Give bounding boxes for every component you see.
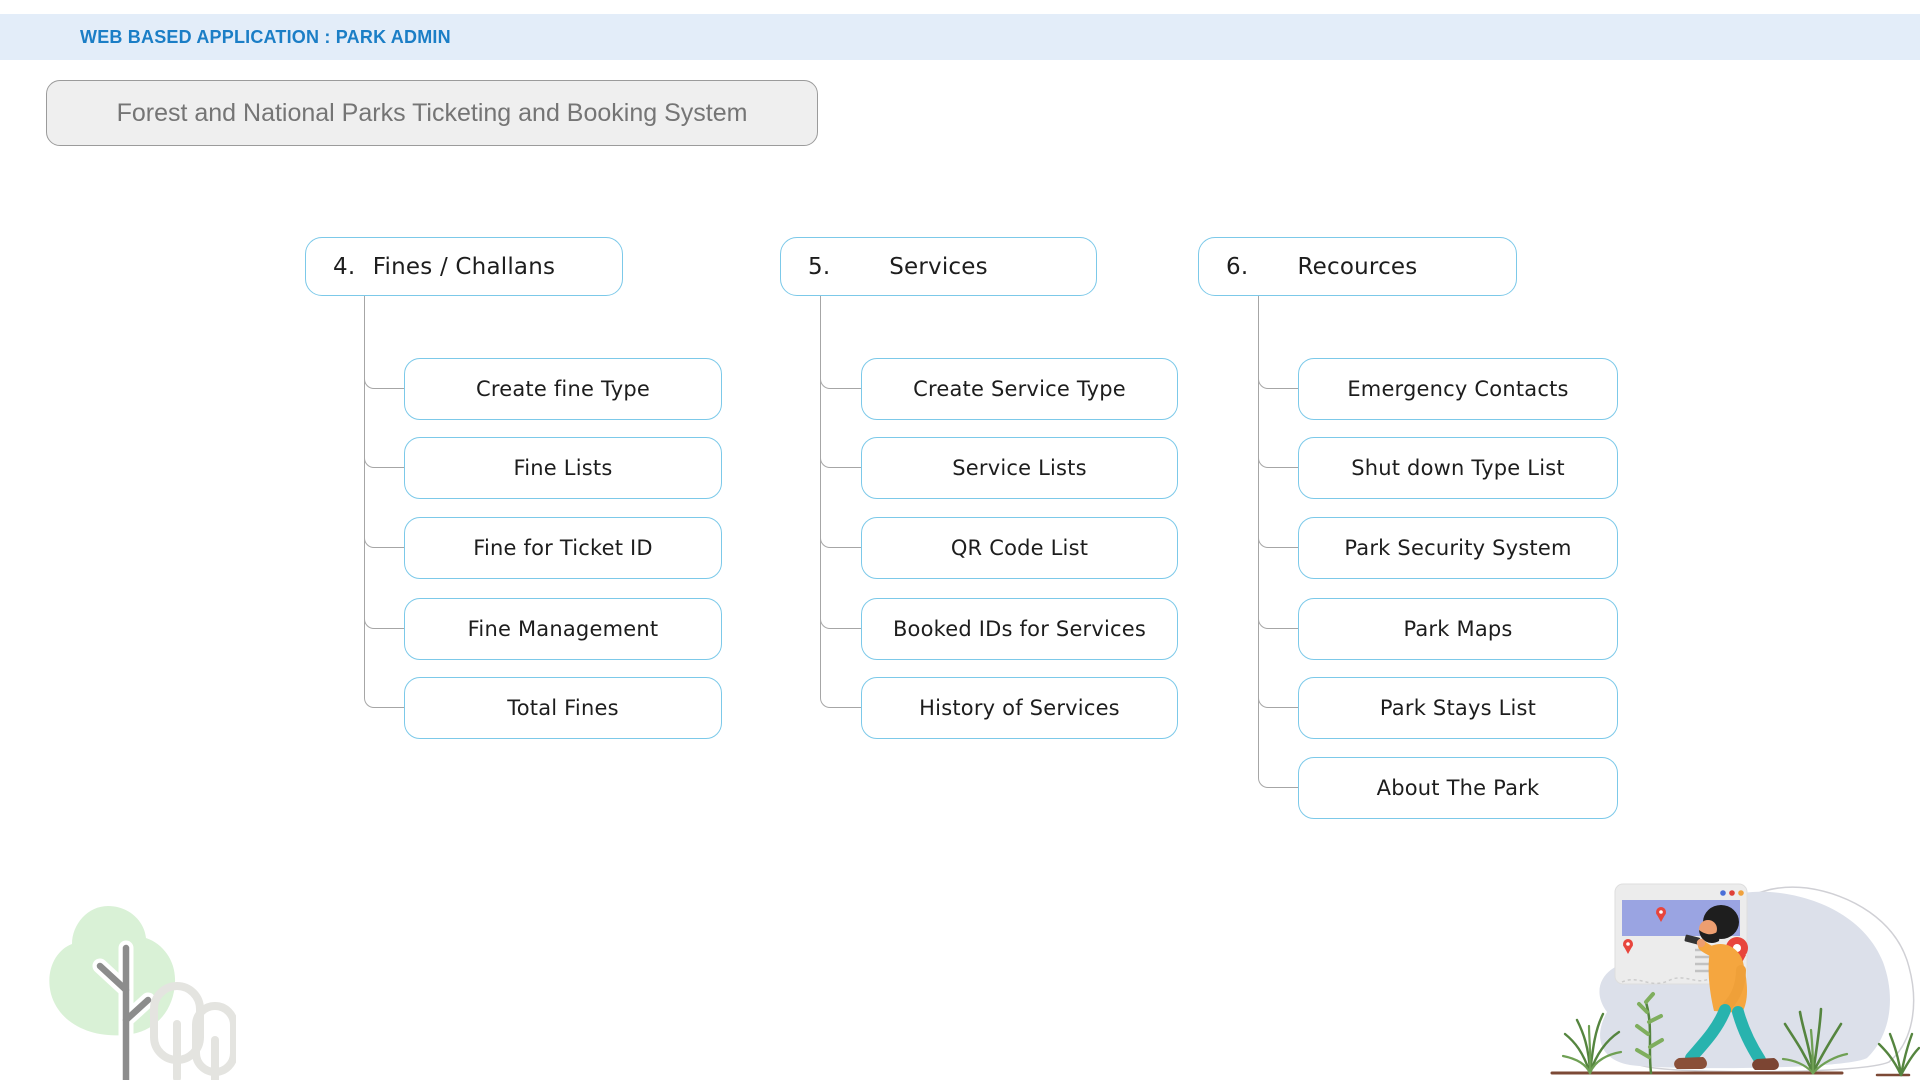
- child-node-total-fines: Total Fines: [404, 677, 722, 739]
- child-node-service-lists: Service Lists: [861, 437, 1178, 499]
- route-dashed-line: [1621, 977, 1712, 985]
- child-label: Emergency Contacts: [1347, 377, 1569, 401]
- back-shoe: [1752, 1058, 1779, 1070]
- connector-elbow: [1258, 530, 1298, 548]
- front-leg: [1685, 1004, 1731, 1064]
- system-title-box: Forest and National Parks Ticketing and …: [46, 80, 818, 146]
- man-walking-reading-map-illustration: [1550, 883, 1920, 1077]
- phone: [1684, 934, 1701, 945]
- child-label: Fine Management: [467, 617, 659, 641]
- beard: [1699, 928, 1721, 943]
- child-node-park-maps: Park Maps: [1298, 598, 1618, 660]
- window-dot-red: [1729, 890, 1735, 896]
- connector-elbow: [364, 530, 404, 548]
- connector-elbow: [364, 371, 404, 389]
- child-label: About The Park: [1376, 776, 1540, 800]
- connector-elbow: [1258, 770, 1298, 788]
- connector-elbow: [820, 371, 861, 389]
- child-node-about-the-park: About The Park: [1298, 757, 1618, 819]
- child-label: Create Service Type: [913, 377, 1126, 401]
- location-pin-icon: [1623, 939, 1633, 954]
- branch-number: 4.: [333, 253, 356, 280]
- branch-number: 6.: [1226, 253, 1249, 280]
- tree-trunk: [96, 944, 152, 1080]
- connector-trunk: [364, 296, 365, 698]
- connector-elbow: [1258, 450, 1298, 468]
- child-label: QR Code List: [950, 536, 1089, 560]
- leafy-plant: [1635, 992, 1664, 1075]
- child-node-create-service-type: Create Service Type: [861, 358, 1178, 420]
- connector-elbow: [820, 611, 861, 629]
- child-node-fine-management: Fine Management: [404, 598, 722, 660]
- child-node-history-of-services: History of Services: [861, 677, 1178, 739]
- branch-node-recources: 6. Recources: [1198, 237, 1517, 296]
- child-node-park-stays-list: Park Stays List: [1298, 677, 1618, 739]
- header-title: WEB BASED APPLICATION : PARK ADMIN: [80, 26, 451, 47]
- system-title: Forest and National Parks Ticketing and …: [116, 98, 748, 127]
- child-node-booked-ids-for-services: Booked IDs for Services: [861, 598, 1178, 660]
- child-label: Park Security System: [1344, 536, 1572, 560]
- branch-node-services: 5. Services: [780, 237, 1097, 296]
- fern-plant: [1781, 1007, 1849, 1075]
- back-leg: [1732, 1006, 1766, 1066]
- branch-label: Services: [889, 253, 988, 280]
- child-label: Create fine Type: [475, 377, 651, 401]
- child-node-qr-code-list: QR Code List: [861, 517, 1178, 579]
- child-label: Booked IDs for Services: [892, 617, 1147, 641]
- connector-elbow: [1258, 611, 1298, 629]
- child-node-fine-lists: Fine Lists: [404, 437, 722, 499]
- child-node-park-security-system: Park Security System: [1298, 517, 1618, 579]
- location-pin-icon: [1656, 907, 1666, 922]
- fern-plant: [1561, 1012, 1623, 1075]
- header-bar: WEB BASED APPLICATION : PARK ADMIN: [0, 14, 1920, 60]
- branch-number: 5.: [808, 253, 831, 280]
- branch-label: Recources: [1297, 253, 1418, 280]
- hand: [1696, 938, 1706, 948]
- connector-trunk: [820, 296, 821, 698]
- connector-elbow: [820, 530, 861, 548]
- branch-node-fines-challans: 4. Fines / Challans: [305, 237, 623, 296]
- connector-elbow: [364, 450, 404, 468]
- child-label: Total Fines: [507, 696, 619, 720]
- trees-illustration: [49, 906, 236, 1080]
- child-node-shut-down-type-list: Shut down Type List: [1298, 437, 1618, 499]
- child-label: History of Services: [919, 696, 1120, 720]
- child-label: Park Stays List: [1379, 696, 1537, 720]
- connector-elbow: [1258, 371, 1298, 389]
- child-node-emergency-contacts: Emergency Contacts: [1298, 358, 1618, 420]
- walking-man: [1674, 905, 1779, 1070]
- fern-plant: [1877, 1032, 1920, 1077]
- child-node-fine-for-ticket-id: Fine for Ticket ID: [404, 517, 722, 579]
- child-node-create-fine-type: Create fine Type: [404, 358, 722, 420]
- child-label: Fine for Ticket ID: [473, 536, 653, 560]
- child-label: Service Lists: [952, 456, 1087, 480]
- child-label: Park Maps: [1403, 617, 1513, 641]
- branch-label: Fines / Challans: [372, 253, 556, 280]
- child-label: Fine Lists: [513, 456, 613, 480]
- window-dot-blue: [1720, 890, 1726, 896]
- arm-pocket: [1723, 965, 1746, 1010]
- connector-elbow: [1258, 690, 1298, 708]
- outline-trees: [150, 982, 236, 1080]
- front-shoe: [1674, 1057, 1707, 1069]
- child-label: Shut down Type List: [1351, 456, 1565, 480]
- connector-elbow: [820, 690, 861, 708]
- connector-elbow: [364, 611, 404, 629]
- window-dot-orange: [1738, 890, 1744, 896]
- connector-elbow: [820, 450, 861, 468]
- connector-elbow: [364, 690, 404, 708]
